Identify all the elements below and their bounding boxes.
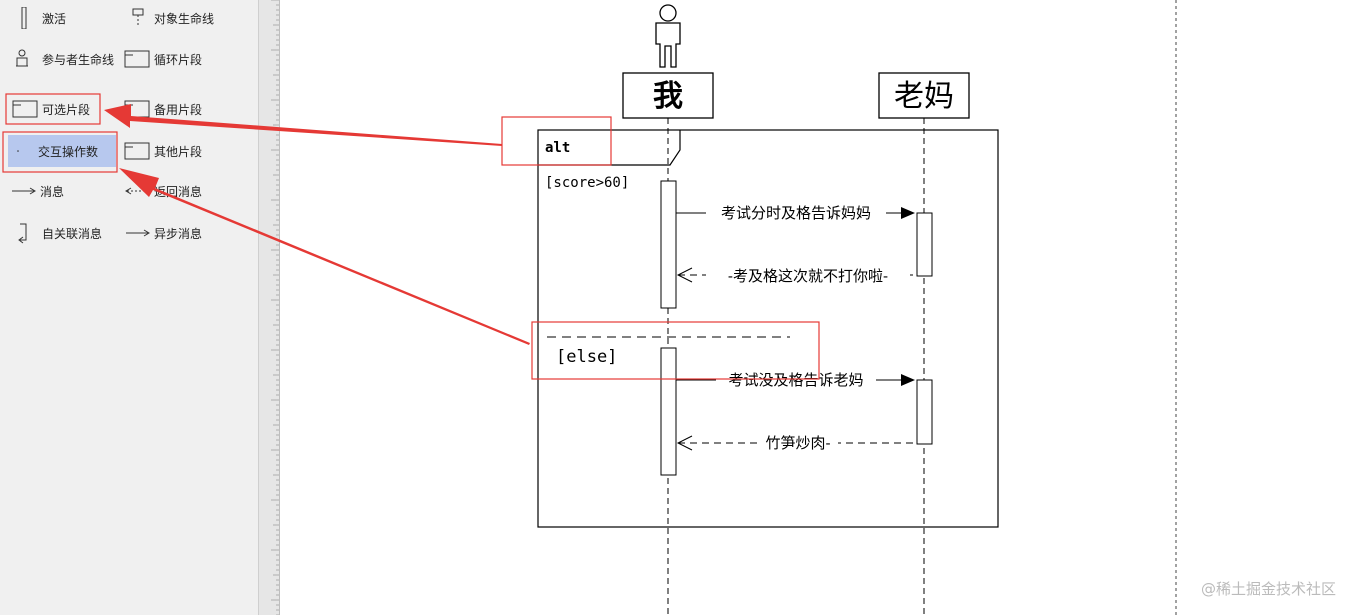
annotation-box-alt xyxy=(501,116,612,166)
async-arrow-icon xyxy=(124,222,152,244)
palette-item-actor-lifeline[interactable]: 参与者生命线 xyxy=(12,46,114,72)
palette-item-self-message[interactable]: 自关联消息 xyxy=(12,220,102,246)
annotation-box-else xyxy=(531,321,820,380)
vertical-ruler: 130 120 110 100 90 80 70 60 50 40 30 20 … xyxy=(258,0,280,615)
palette-item-async-message[interactable]: 异步消息 xyxy=(124,220,202,246)
ruler-label: 10 xyxy=(258,600,260,611)
lifeline-name: 我 xyxy=(653,79,683,114)
element-palette: 激活 对象生命线 参与者生命线 循环片段 可选片段 备用片段 交互操作 xyxy=(0,0,258,615)
operand-icon xyxy=(8,140,36,162)
palette-item-label: 备用片段 xyxy=(154,102,203,117)
self-message-icon xyxy=(12,222,40,244)
ruler-ticks xyxy=(271,0,279,615)
palette-item-label: 消息 xyxy=(40,184,65,199)
activation-bar[interactable] xyxy=(916,379,933,445)
palette-item-label: 返回消息 xyxy=(154,184,203,199)
palette-item-label: 激活 xyxy=(42,11,67,26)
palette-item-label: 循环片段 xyxy=(154,52,203,67)
actor-icon[interactable] xyxy=(655,4,681,68)
message-1[interactable]: 考试分时及格告诉妈妈 xyxy=(676,201,915,223)
lifeline-head-mom[interactable]: 老妈 xyxy=(878,72,970,119)
guard-condition: [score>60] xyxy=(545,175,629,191)
palette-item-label: 其他片段 xyxy=(154,144,203,159)
activation-bar[interactable] xyxy=(660,347,677,476)
palette-item-alt-fragment[interactable]: 备用片段 xyxy=(124,96,202,122)
palette-item-activation[interactable]: 激活 xyxy=(12,5,66,31)
lifeline-head-me[interactable]: 我 xyxy=(622,72,714,119)
message-label: 考试没及格告诉老妈 xyxy=(728,371,863,389)
message-label: -考及格这次就不打你啦- xyxy=(728,267,888,285)
palette-item-label: 自关联消息 xyxy=(42,226,103,241)
ruler-label: 70 xyxy=(258,300,260,311)
ruler-label: 80 xyxy=(258,250,260,261)
message-label: 竹笋炒肉- xyxy=(765,434,830,452)
fragment-icon xyxy=(124,140,152,162)
ruler-label: 30 xyxy=(258,500,260,511)
message-4-return[interactable]: 竹笋炒肉- xyxy=(676,431,917,453)
palette-item-object-lifeline[interactable]: 对象生命线 xyxy=(124,5,214,31)
fragment-icon xyxy=(12,98,40,120)
palette-item-return-message[interactable]: 返回消息 xyxy=(124,178,202,204)
palette-item-message[interactable]: 消息 xyxy=(10,178,64,204)
watermark: @稀土掘金技术社区 xyxy=(1200,580,1336,598)
palette-item-optional-fragment[interactable]: 可选片段 xyxy=(12,96,90,122)
ruler-label: 20 xyxy=(258,550,260,561)
ruler-label: 130 xyxy=(258,0,260,16)
palette-item-loop-fragment[interactable]: 循环片段 xyxy=(124,46,202,72)
message-arrow-icon xyxy=(10,180,38,202)
palette-item-label: 参与者生命线 xyxy=(42,52,115,67)
diagram-canvas[interactable]: 我 老妈 alt [score>60] [else] 考试分时及格告诉妈妈 -考… xyxy=(280,0,1354,615)
palette-item-label: 交互操作数 xyxy=(38,144,99,159)
palette-item-label: 对象生命线 xyxy=(154,11,215,26)
ruler-label: 110 xyxy=(258,100,260,116)
activation-icon xyxy=(12,6,40,30)
alt-fragment[interactable]: alt [score>60] [else] xyxy=(537,129,999,528)
actor-lifeline-icon xyxy=(12,48,40,70)
ruler-label: 100 xyxy=(258,150,260,166)
palette-item-label: 可选片段 xyxy=(42,102,91,117)
activation-bar[interactable] xyxy=(916,212,933,277)
ruler-label: 40 xyxy=(258,450,260,461)
message-label: 考试分时及格告诉妈妈 xyxy=(721,204,871,222)
activation-bar[interactable] xyxy=(660,180,677,309)
object-lifeline-icon xyxy=(124,7,152,29)
return-arrow-icon xyxy=(124,180,152,202)
palette-item-other-fragment[interactable]: 其他片段 xyxy=(124,138,202,164)
lifeline-name: 老妈 xyxy=(894,79,954,114)
fragment-icon xyxy=(124,98,152,120)
fragment-operator: alt xyxy=(545,140,570,156)
palette-item-label: 异步消息 xyxy=(154,226,203,241)
ruler-label: 120 xyxy=(258,50,260,66)
ruler-label: 90 xyxy=(258,200,260,211)
ruler-label: 60 xyxy=(258,350,260,361)
message-2-return[interactable]: -考及格这次就不打你啦- xyxy=(676,264,917,286)
palette-item-interaction-operand[interactable]: 交互操作数 xyxy=(8,135,116,167)
fragment-icon xyxy=(124,48,152,70)
ruler-label: 50 xyxy=(258,400,260,411)
else-guard: [else] xyxy=(556,347,617,367)
message-3[interactable]: 考试没及格告诉老妈 xyxy=(676,368,915,390)
